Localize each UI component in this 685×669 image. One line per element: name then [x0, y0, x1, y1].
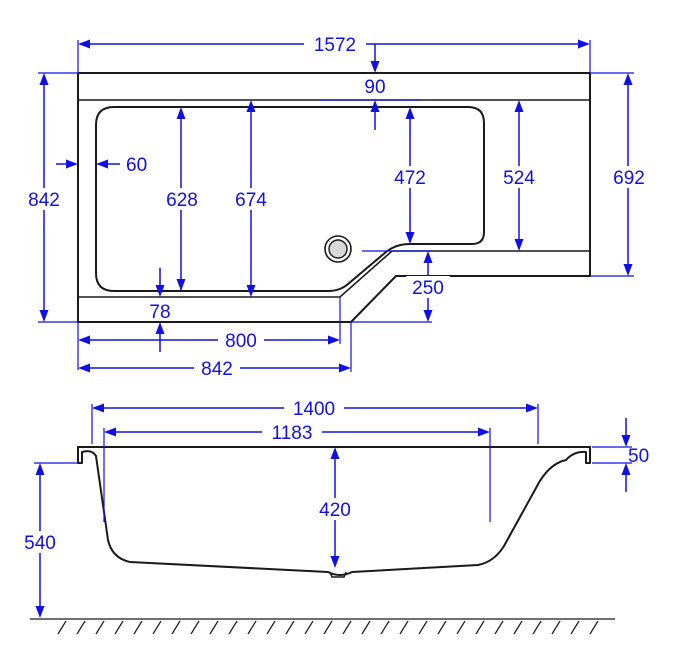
drain-inner-icon — [328, 239, 348, 259]
floor-hatch-line — [418, 620, 428, 635]
label-front-rim-width: 78 — [149, 302, 170, 323]
dim-narrow-end-width: 524 — [497, 100, 541, 251]
floor-hatch-line — [171, 620, 181, 635]
floor-hatch-line — [57, 620, 67, 635]
label-shower-section-length: 800 — [225, 331, 257, 352]
label-inner-depth: 420 — [319, 500, 351, 521]
dim-top-length: 1400 — [91, 398, 539, 444]
dim-rim-thickness: 50 — [592, 418, 649, 492]
dim-shower-section-length: 800 — [77, 297, 341, 370]
floor-hatch-line — [513, 620, 523, 635]
floor-hatch-line — [532, 620, 542, 635]
elevation-left-rim — [77, 446, 97, 464]
plan-view: 1572 90 842 60 — [22, 34, 652, 380]
floor-hatch-line — [342, 620, 352, 635]
label-rim-width: 90 — [364, 77, 385, 98]
dim-inner-width-narrow: 628 — [160, 107, 204, 291]
elevation-body-profile — [95, 455, 567, 576]
floor-hatch-line — [190, 620, 200, 635]
floor-hatch-line — [475, 620, 485, 635]
floor-hatch-line — [228, 620, 238, 635]
floor-hatch-line — [133, 620, 143, 635]
floor-hatch-line — [304, 620, 314, 635]
dim-wide-section-length: 842 — [78, 322, 352, 380]
label-inner-width-wide: 674 — [235, 190, 267, 211]
label-narrow-section-width: 472 — [394, 168, 426, 189]
floor-hatch-line — [494, 620, 504, 635]
label-narrow-end-outer-width: 692 — [613, 168, 645, 189]
plan-inner-basin — [95, 106, 485, 292]
dim-overall-width: 842 — [22, 72, 78, 323]
label-angled-offset: 250 — [412, 278, 444, 299]
dim-inner-depth: 420 — [313, 447, 357, 568]
elevation-right-rim — [565, 446, 591, 464]
floor-hatch-line — [247, 620, 257, 635]
label-rim-thickness: 50 — [628, 446, 649, 467]
floor-hatch-line — [437, 620, 447, 635]
floor-hatch-line — [95, 620, 105, 635]
floor-hatch-line — [209, 620, 219, 635]
floor-hatch-line — [570, 620, 580, 635]
floor-hatch-line — [380, 620, 390, 635]
dim-narrow-section-width: 472 — [388, 107, 432, 244]
floor-hatch-line — [76, 620, 86, 635]
floor-hatch-line — [456, 620, 466, 635]
dim-wall-thickness: 60 — [56, 155, 147, 176]
dim-inner-width-wide: 674 — [229, 100, 273, 297]
floor-hatch-line — [323, 620, 333, 635]
floor-hatch-line — [285, 620, 295, 635]
dim-overall-length: 1572 — [77, 34, 591, 73]
label-overall-height: 540 — [24, 533, 56, 554]
dim-angled-offset: 250 — [351, 250, 450, 323]
elevation-view: 1400 1183 50 420 — [18, 398, 649, 635]
label-wide-section-length: 842 — [201, 359, 233, 380]
dim-rim-width: 90 — [320, 44, 420, 130]
floor-hatching — [30, 618, 615, 635]
floor-hatch-line — [399, 620, 409, 635]
drain-outer-icon — [324, 235, 352, 263]
floor-hatch-line — [551, 620, 561, 635]
dim-bottom-length: 1183 — [103, 422, 491, 522]
label-inner-width-narrow: 628 — [166, 190, 198, 211]
label-top-length: 1400 — [293, 399, 335, 420]
dim-narrow-end-outer-width: 692 — [590, 72, 652, 277]
label-overall-width: 842 — [28, 190, 60, 211]
dim-overall-height: 540 — [18, 462, 78, 618]
waste-outlet-icon — [329, 571, 347, 578]
label-narrow-end-width: 524 — [503, 168, 535, 189]
floor-hatch-line — [114, 620, 124, 635]
label-bottom-length: 1183 — [272, 423, 313, 444]
floor-hatch-line — [361, 620, 371, 635]
dim-front-rim-width: 78 — [149, 268, 171, 352]
label-wall-thickness: 60 — [126, 155, 147, 176]
floor-hatch-line — [589, 620, 599, 635]
plan-outer-outline — [77, 72, 591, 323]
label-overall-length: 1572 — [314, 35, 356, 56]
floor-hatch-line — [152, 620, 162, 635]
floor-hatch-line — [266, 620, 276, 635]
